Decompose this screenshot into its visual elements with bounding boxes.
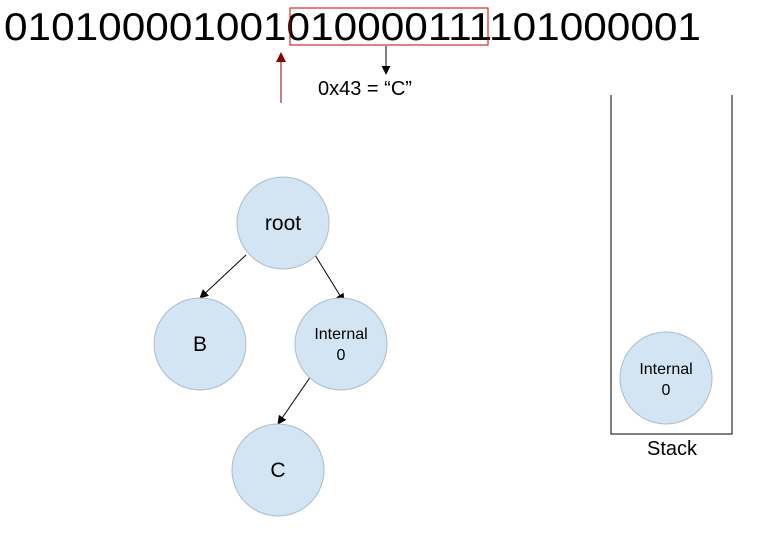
stack-item-internal: Internal 0: [619, 331, 713, 425]
tree-node-internal: Internal 0: [294, 297, 388, 391]
tree-node-b: B: [153, 297, 247, 391]
code-highlight-box: [289, 7, 489, 46]
stack-container: [610, 95, 733, 435]
bitstream-highlighted: 1000011: [310, 6, 470, 49]
node-circle: [231, 423, 325, 517]
node-label: B: [193, 333, 207, 356]
node-label-line2: 0: [662, 382, 671, 399]
node-circle: [153, 297, 247, 391]
edge-root-to-internal: [314, 254, 345, 303]
node-label-line2: 0: [337, 347, 346, 364]
stack-label: Stack: [647, 438, 698, 460]
edge-root-to-b: [199, 254, 247, 299]
node-circle: [619, 331, 713, 425]
node-label-line1: Internal: [639, 361, 692, 378]
node-label: C: [270, 459, 285, 482]
node-circle: [236, 176, 330, 270]
node-label: root: [265, 212, 301, 235]
bitstream-prefix: 0101000010010: [4, 6, 310, 49]
edge-internal-to-c: [277, 375, 312, 425]
bitstream-suffix: 1101000001: [469, 6, 701, 49]
decode-label: 0x43 = “C”: [318, 78, 412, 100]
node-label-line1: Internal: [314, 326, 367, 343]
tree-node-root: root: [236, 176, 330, 270]
tree-node-c: C: [231, 423, 325, 517]
node-circle: [294, 297, 388, 391]
